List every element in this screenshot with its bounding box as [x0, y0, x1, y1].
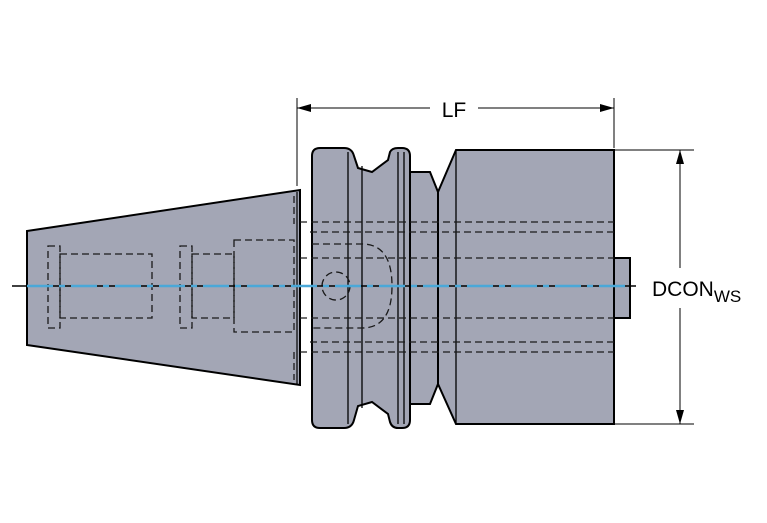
end-screw [613, 257, 631, 319]
taper-shank [26, 188, 301, 387]
lf-label: LF [442, 99, 467, 122]
dcon-label: DCONWS [652, 278, 741, 306]
dcon-main: DCON [652, 278, 714, 301]
lf-dimension [296, 98, 615, 186]
neck [409, 171, 439, 405]
dcon-dimension [614, 149, 694, 425]
flange-v-groove [311, 147, 411, 429]
dcon-subscript: WS [714, 287, 741, 306]
